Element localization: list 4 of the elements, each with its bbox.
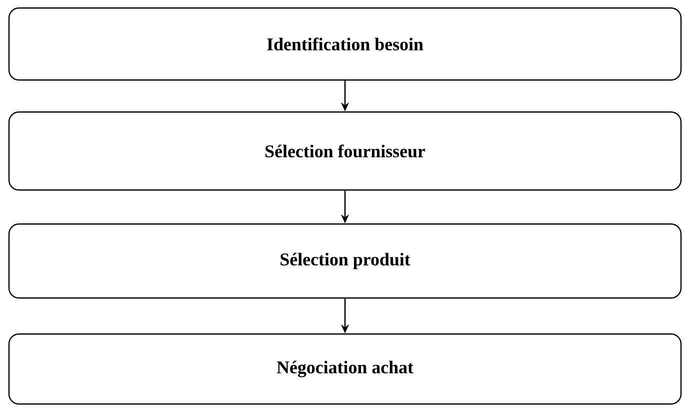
process-box: Identification besoin (8, 7, 682, 81)
process-box: Négociation achat (8, 333, 682, 405)
process-box: Sélection produit (8, 223, 682, 299)
process-box: Sélection fournisseur (8, 111, 682, 191)
